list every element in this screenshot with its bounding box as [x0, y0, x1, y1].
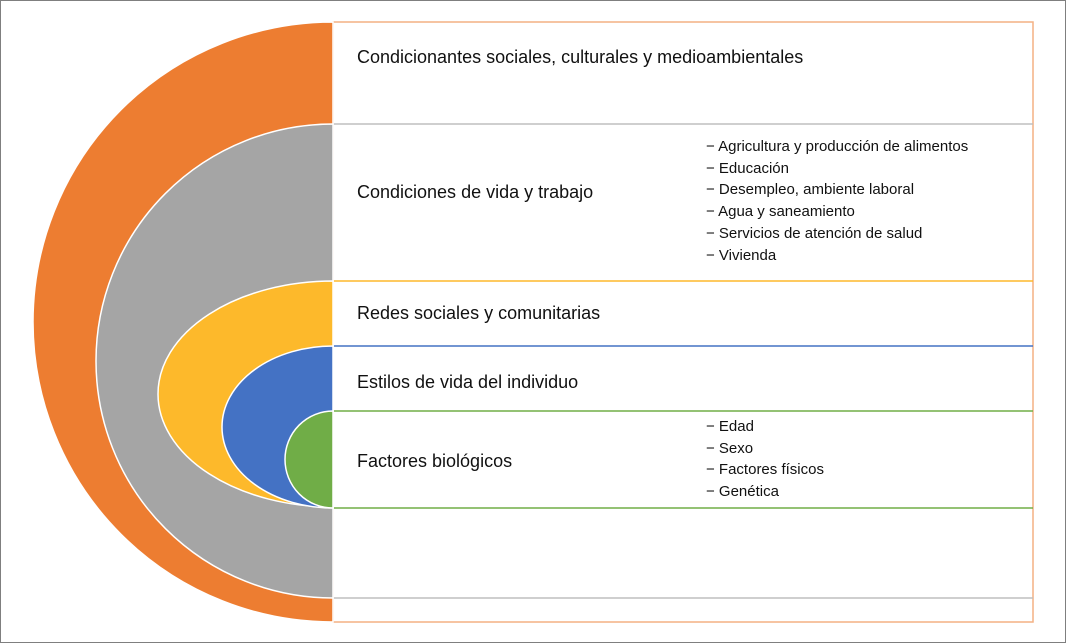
label-social-networks: Redes sociales y comunitarias [357, 303, 601, 323]
list-item: − Genética [706, 483, 779, 501]
list-item: − Educación [706, 159, 789, 177]
list-item: − Edad [706, 418, 754, 435]
label-social-cultural: Condicionantes sociales, culturales y me… [357, 47, 804, 67]
list-item: − Agricultura y producción de alimentos [706, 138, 969, 155]
biological-factors-list: − Edad − Sexo − Factores físicos − Genét… [706, 416, 824, 503]
list-item: − Factores físicos [706, 461, 824, 479]
label-lifestyles: Estilos de vida del individuo [357, 372, 579, 392]
label-biological-factors: Factores biológicos [357, 451, 513, 471]
arc-green [284, 410, 334, 509]
label-living-conditions: Condiciones de vida y trabajo [357, 182, 594, 202]
list-item: − Vivienda [706, 246, 777, 264]
box-social-cultural [332, 21, 1034, 623]
living-conditions-list: − Agricultura y producción de alimentos … [706, 136, 968, 266]
list-item: − Servicios de atención de salud [706, 224, 923, 242]
list-item: − Desempleo, ambiente laboral [706, 181, 915, 199]
list-item: − Agua y saneamiento [706, 203, 855, 221]
list-item: − Sexo [706, 439, 754, 457]
